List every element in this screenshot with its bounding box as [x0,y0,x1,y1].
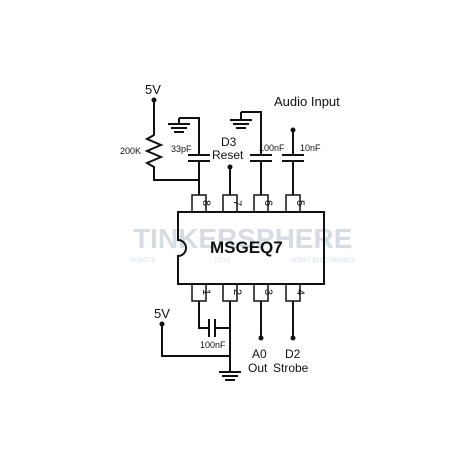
pin3-network: A0 Out [248,301,268,375]
pin-3-number: 3 [262,289,274,295]
msgeq7-chip: MSGEQ7 8 7 6 5 1 2 3 4 [177,194,325,302]
d3-label: D3 [221,135,237,149]
vcc-bottom-wire [161,324,230,357]
vcc-bottom-label: 5V [154,306,170,321]
ground-icon [219,371,241,381]
resistor-200k [144,100,200,195]
out-label: Out [248,361,268,375]
pin-4-number: 4 [294,289,306,295]
pin5-network: Audio Input 10nF [274,94,340,195]
cap-100n-bottom [208,319,216,337]
ground-icon [230,112,252,129]
pin-5-number: 5 [294,200,306,206]
audio-input-label: Audio Input [274,94,340,109]
ground-icon [168,118,190,133]
pin1-pin2-network: 5V 100nF [154,301,241,381]
pin6-network: 100nF [230,111,285,195]
watermark: TINKERSPHERE ROBOTS TOYS HOBBY ELECTRONI… [130,223,355,264]
cap-100n-top-lead-top [241,111,262,155]
strobe-node [290,335,296,341]
reset-label: Reset [212,148,244,162]
watermark-brand: TINKERSPHERE [133,223,352,254]
cap-100n-top-label: 100nF [259,143,285,153]
watermark-tag-toys: TOYS [214,258,230,264]
pin8-network: 5V 200K 33pF [120,82,210,195]
cap-10n-label: 10nF [300,143,321,153]
watermark-tag-hobby: HOBBY ELECTRONICS [290,258,355,264]
pin-8-number: 8 [200,200,212,206]
d2-label: D2 [285,347,301,361]
vcc-top-label: 5V [145,82,161,97]
cap-33p-label: 33pF [171,144,192,154]
chip-body [177,211,325,285]
a0-label: A0 [252,347,267,361]
pin-7-number: 7 [231,200,243,206]
cap-100n-bottom-label: 100nF [200,340,226,350]
cap-100n-top [250,154,272,162]
resistor-label: 200K [120,146,141,156]
watermark-tag-robots: ROBOTS [130,258,155,264]
cap-33p [188,154,210,162]
out-node [258,335,264,341]
cap-33p-lead-top [179,117,200,155]
cap-10n [282,154,304,162]
pin-1-number: 1 [200,289,212,295]
pin-2-number: 2 [231,289,243,295]
pin1-wire [198,301,209,329]
strobe-label: Strobe [273,361,309,375]
pin7-network: D3 Reset [212,135,244,195]
pin-6-number: 6 [262,200,274,206]
chip-name: MSGEQ7 [210,238,283,257]
pin4-network: D2 Strobe [273,301,309,375]
